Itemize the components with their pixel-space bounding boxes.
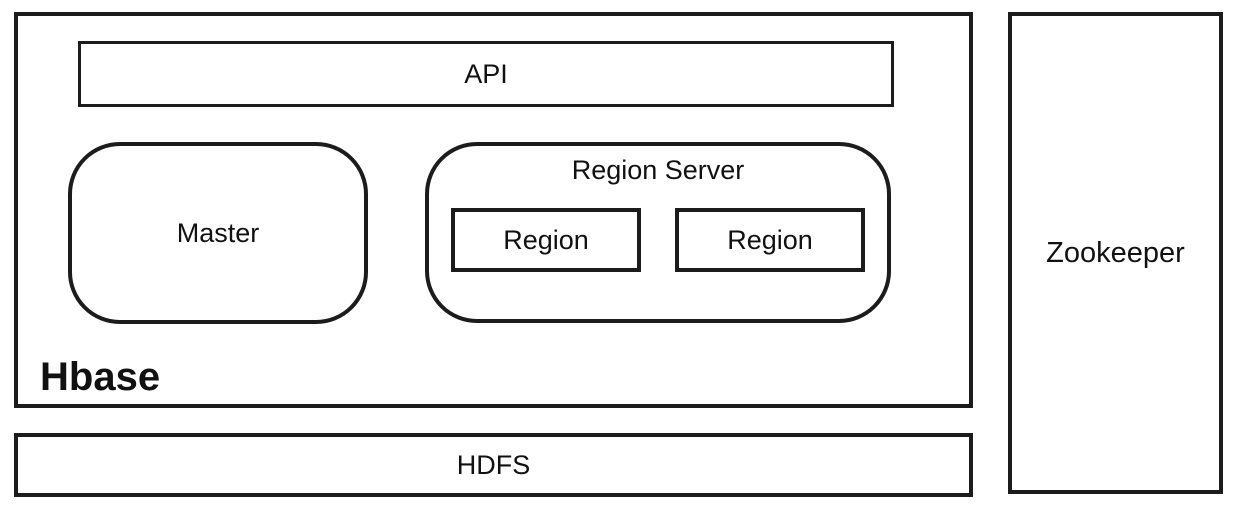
regions-row: Region Region — [451, 208, 865, 272]
zookeeper-box: Zookeeper — [1008, 12, 1223, 494]
region-label: Region — [727, 224, 813, 255]
hdfs-label: HDFS — [456, 449, 531, 480]
master-node: Master — [68, 142, 368, 324]
api-label: API — [464, 58, 508, 89]
region-server-label: Region Server — [571, 155, 745, 185]
region-box: Region — [675, 208, 865, 272]
region-label: Region — [503, 224, 589, 255]
hbase-label: Hbase — [40, 355, 161, 399]
region-box: Region — [451, 208, 641, 272]
master-label: Master — [176, 217, 260, 248]
hbase-container-box: API Master Region Server Region Region H… — [14, 12, 973, 408]
hdfs-box: HDFS — [14, 433, 973, 497]
region-server-node: Region Server Region Region — [425, 142, 891, 323]
zookeeper-label: Zookeeper — [1046, 236, 1185, 269]
api-box: API — [78, 41, 894, 107]
